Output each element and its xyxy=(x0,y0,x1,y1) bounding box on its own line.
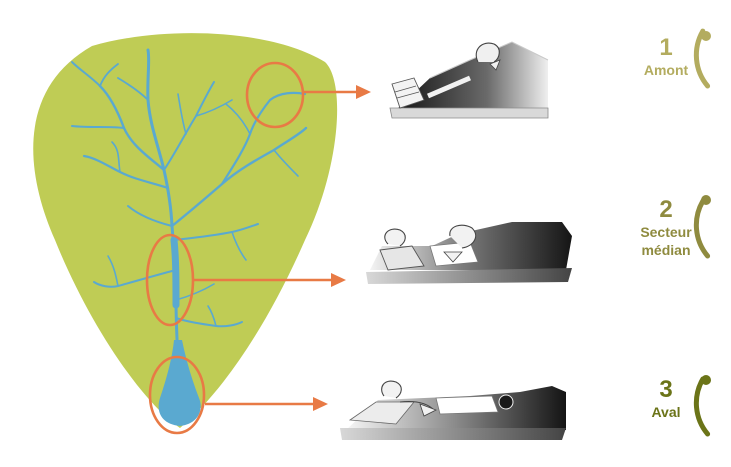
stage-label-1: 1 Amont xyxy=(611,35,721,79)
stage-name-1: Amont xyxy=(611,61,721,79)
stage-name-3: Aval xyxy=(611,403,721,421)
stage-number-3: 3 xyxy=(611,377,721,403)
lower-reach-profile-icon xyxy=(340,381,566,440)
headwater-profile-icon xyxy=(390,42,548,118)
stage-name-2-line-1: Secteur xyxy=(611,223,721,241)
stage-number-2: 2 xyxy=(611,197,721,223)
stage-label-3: 3 Aval xyxy=(611,377,721,421)
connector-arrow-downstream xyxy=(205,397,328,411)
stage-label-2: 2 Secteur médian xyxy=(611,197,721,259)
stage-name-2-line-2: médian xyxy=(611,241,721,259)
stage-number-1: 1 xyxy=(611,35,721,61)
middle-reach-profile-icon xyxy=(366,222,572,284)
